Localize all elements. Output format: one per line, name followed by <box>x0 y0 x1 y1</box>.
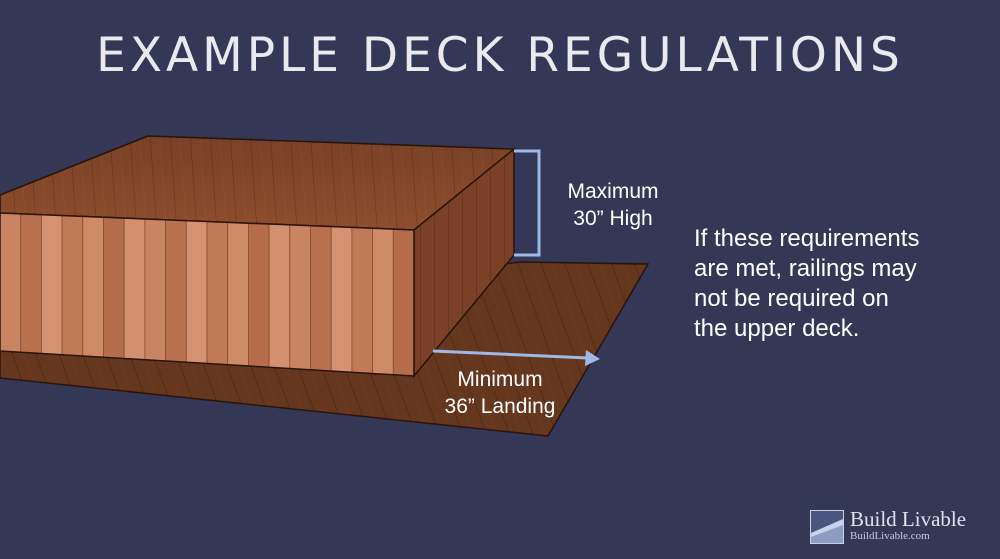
landing-arrow <box>432 349 589 360</box>
page-title: Example Deck Regulations <box>96 28 904 83</box>
front-board <box>289 224 311 371</box>
note-line-3: not be required on <box>694 285 889 312</box>
upper-deck-front <box>0 212 415 377</box>
front-board <box>206 221 229 366</box>
front-board <box>247 222 270 368</box>
front-board <box>82 215 104 358</box>
front-board <box>372 227 394 376</box>
front-board <box>0 212 22 353</box>
brand-url: BuildLivable.com <box>850 530 930 542</box>
note-line-4: the upper deck. <box>694 315 860 342</box>
height-label-line-2: 30” High <box>573 207 653 230</box>
brand-logo: Build Livable BuildLivable.com <box>810 507 990 548</box>
landing-label-line-2: 36” Landing <box>444 395 556 418</box>
note-line-1: If these requirements <box>694 225 920 252</box>
front-board <box>103 216 125 359</box>
front-board <box>330 226 353 373</box>
landing-arrowhead <box>585 350 600 366</box>
height-label: Maximum 30” High <box>548 178 678 232</box>
front-board <box>20 213 42 354</box>
front-board <box>61 215 84 357</box>
front-board <box>351 227 374 374</box>
front-board <box>144 218 167 362</box>
front-board <box>123 217 146 361</box>
front-board <box>41 214 63 356</box>
front-board <box>392 228 415 377</box>
landing-label: Minimum 36” Landing <box>425 366 575 420</box>
front-board <box>185 220 208 364</box>
brand-logo-icon <box>810 510 844 544</box>
brand-name: Build Livable <box>850 507 967 531</box>
landing-label-line-1: Minimum <box>457 368 543 391</box>
height-bracket <box>514 149 541 257</box>
front-board <box>268 223 291 369</box>
front-board <box>165 219 187 363</box>
note-line-2: are met, railings may <box>694 255 917 282</box>
height-label-line-1: Maximum <box>567 180 659 203</box>
requirements-note: If these requirements are met, railings … <box>694 224 994 344</box>
front-board <box>227 221 249 367</box>
front-board <box>310 225 332 372</box>
